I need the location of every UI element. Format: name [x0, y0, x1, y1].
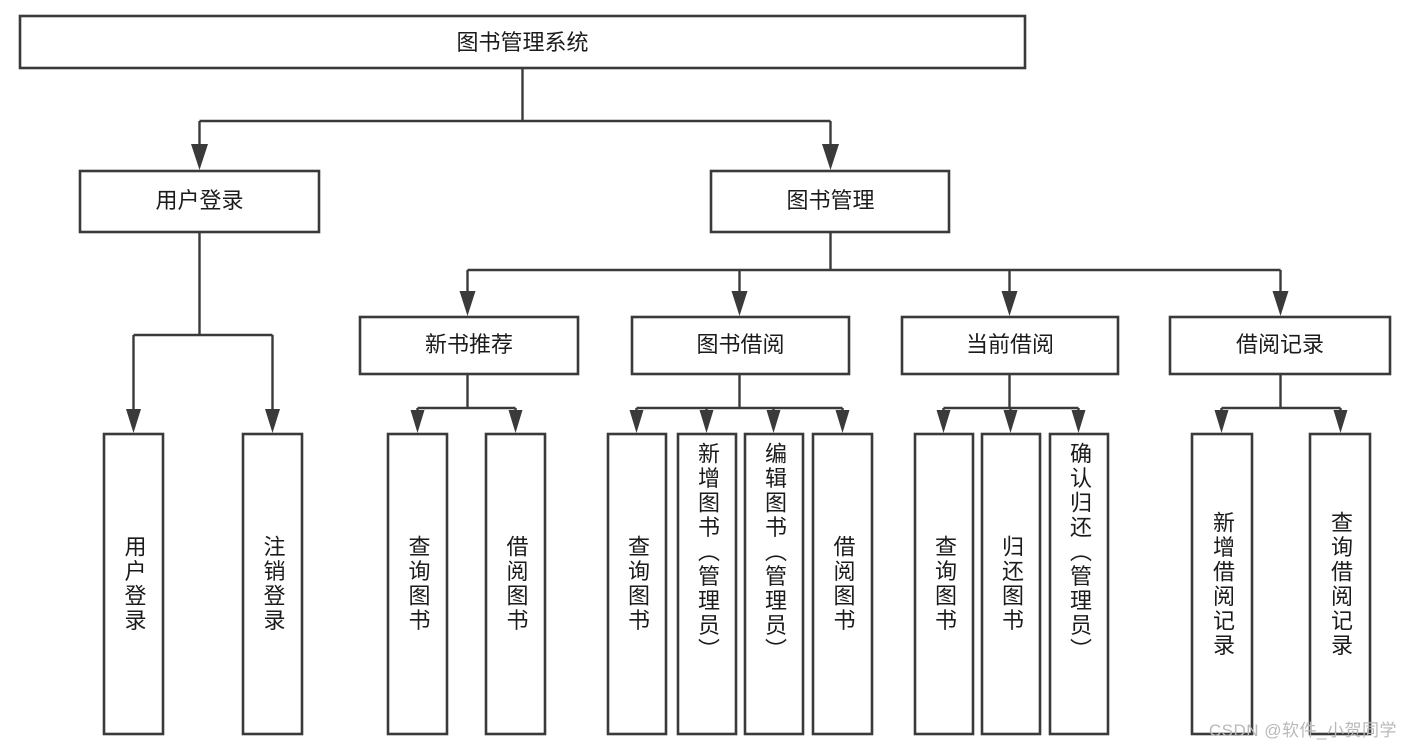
node-book-borrow-box[interactable]: [630, 315, 851, 376]
leaf-box-return-book[interactable]: [980, 432, 1042, 736]
arrow-head-icon: [629, 410, 644, 433]
arrow-head-icon: [1071, 410, 1086, 433]
node-root[interactable]: 图书管理系统: [18, 14, 1027, 70]
node-current-borrow-box[interactable]: [900, 315, 1120, 376]
arrow-head-icon: [699, 410, 714, 433]
arrow-head-icon: [1001, 291, 1018, 316]
node-new-book-recommend-label: 新书推荐: [425, 332, 513, 357]
connector-group-user-login: [126, 232, 280, 433]
node-book-management-label: 图书管理: [786, 188, 874, 213]
arrow-head-icon: [822, 144, 839, 170]
connector-group-borrow-record: [1214, 374, 1348, 433]
arrow-head-icon: [265, 409, 280, 433]
node-user-login-label: 用户登录: [155, 188, 243, 213]
arrow-head-icon: [1003, 410, 1018, 433]
arrow-head-icon: [835, 410, 850, 433]
node-borrow-record-label: 借阅记录: [1236, 332, 1324, 357]
leaf-box-query-borrow-record[interactable]: [1308, 432, 1372, 736]
arrow-head-icon: [126, 409, 141, 433]
leaf-box-borrow-book[interactable]: [811, 432, 874, 736]
node-current-borrow[interactable]: 当前借阅: [900, 315, 1120, 376]
arrow-head-icon: [459, 291, 476, 316]
connector-group-book-mgmt: [459, 232, 1289, 316]
arrow-head-icon: [936, 410, 951, 433]
node-user-login[interactable]: 用户登录: [78, 169, 321, 234]
leaf-box-confirm-return-admin[interactable]: [1048, 432, 1110, 736]
connector-group-current-borrow: [936, 374, 1086, 433]
node-new-book-recommend-box[interactable]: [358, 315, 580, 376]
node-user-login-box[interactable]: [78, 169, 321, 234]
leaf-box-query-book-newbook[interactable]: [386, 432, 449, 736]
node-borrow-record[interactable]: 借阅记录: [1168, 315, 1392, 376]
node-new-book-recommend[interactable]: 新书推荐: [358, 315, 580, 376]
leaf-boxes: [102, 432, 1372, 736]
arrow-head-icon: [1333, 410, 1348, 433]
node-book-management[interactable]: 图书管理: [709, 169, 951, 234]
arrow-head-icon: [766, 410, 781, 433]
arrow-head-icon: [508, 410, 523, 433]
arrow-head-icon: [1272, 291, 1289, 316]
connector-group-new-book: [410, 374, 523, 433]
node-book-management-box[interactable]: [709, 169, 951, 234]
leaf-box-add-borrow-record[interactable]: [1190, 432, 1254, 736]
node-root-label: 图书管理系统: [456, 30, 588, 55]
arrow-head-icon: [731, 291, 748, 316]
node-current-borrow-label: 当前借阅: [966, 332, 1054, 357]
leaf-box-user-login[interactable]: [102, 432, 165, 736]
leaf-box-edit-book-admin[interactable]: [743, 432, 805, 736]
csdn-watermark: CSDN @软件_小贺同学: [1208, 721, 1397, 740]
connector-group-book-borrow: [629, 374, 850, 433]
leaf-box-logout[interactable]: [241, 432, 304, 736]
node-borrow-record-box[interactable]: [1168, 315, 1392, 376]
leaf-box-borrow-book-newbook[interactable]: [484, 432, 547, 736]
node-book-borrow[interactable]: 图书借阅: [630, 315, 851, 376]
node-root-box[interactable]: [18, 14, 1027, 70]
leaf-box-query-book-current[interactable]: [913, 432, 975, 736]
node-book-borrow-label: 图书借阅: [696, 332, 784, 357]
leaf-box-query-book-borrow[interactable]: [606, 432, 668, 736]
arrow-head-icon: [1214, 410, 1229, 433]
arrow-head-icon: [191, 144, 208, 170]
arrow-head-icon: [410, 410, 425, 433]
connector-group-root: [191, 68, 839, 170]
leaf-box-add-book-admin[interactable]: [676, 432, 738, 736]
